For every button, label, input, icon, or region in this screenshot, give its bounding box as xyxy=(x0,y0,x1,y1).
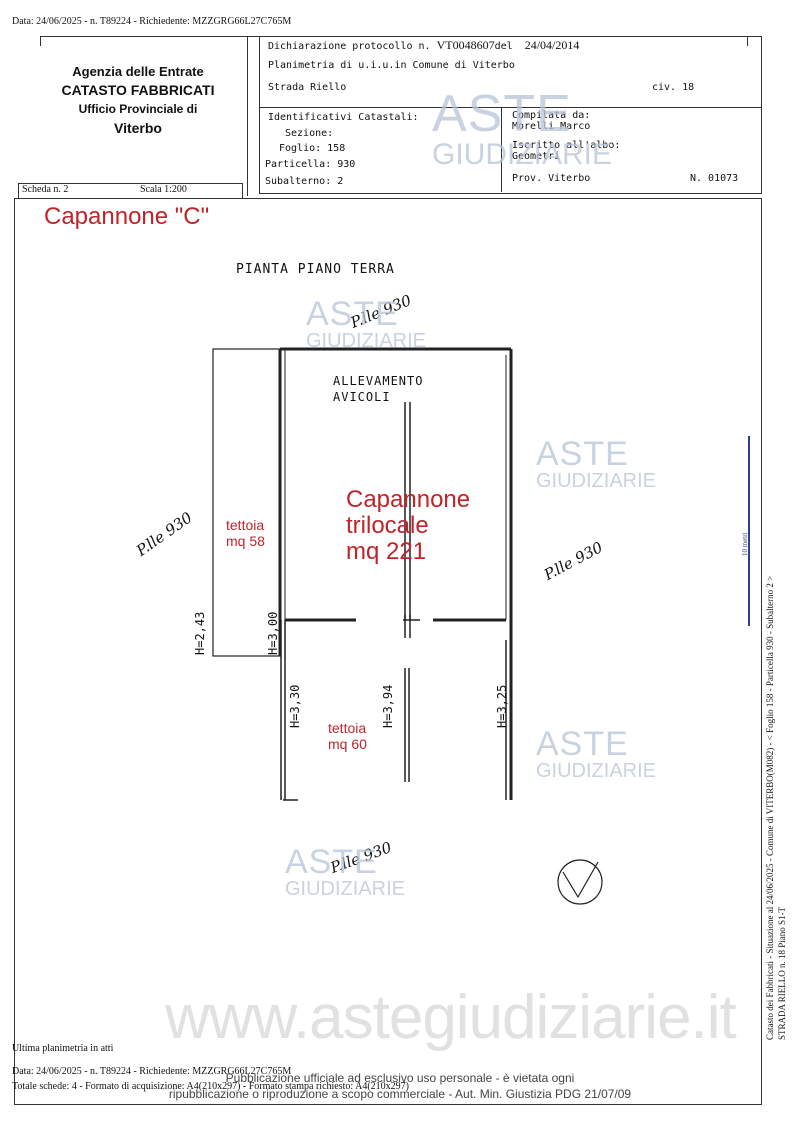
compilata-name: Morelli Marco xyxy=(512,121,591,132)
catasto-title: CATASTO FABBRICATI xyxy=(61,82,215,98)
header-frame xyxy=(259,36,762,194)
drawing-frame xyxy=(14,198,762,1105)
scale-bar xyxy=(748,436,753,626)
subalterno-line: Subalterno: 2 xyxy=(265,176,344,187)
top-border xyxy=(40,36,247,37)
tettoia-lower-label: tettoia mq 60 xyxy=(328,720,367,752)
foglio-line: Foglio: 158 xyxy=(279,143,346,154)
tettoia-left-label: tettoia mq 58 xyxy=(226,517,265,549)
prov-label: Prov. Viterbo xyxy=(512,173,591,184)
ultima-planimetria: Ultima planimetria in atti xyxy=(12,1043,114,1054)
address-line: Strada Riello xyxy=(268,82,347,93)
iscritto-label: Iscritto all'albo: xyxy=(512,140,621,151)
left-margin-line xyxy=(247,36,248,196)
albo-name: Geometri xyxy=(512,151,561,162)
agency-block: Agenzia delle Entrate CATASTO FABBRICATI… xyxy=(28,62,248,138)
watermark-header: ASTE GIUDIZIARIE xyxy=(432,85,613,171)
header-vdivider xyxy=(501,107,502,192)
ufficio-label: Ufficio Provinciale di xyxy=(78,102,198,116)
scheda-label: Scheda n. 2 xyxy=(22,184,69,195)
allevamento-label: ALLEVAMENTO AVICOLI xyxy=(333,374,424,404)
pianta-label: PIANTA PIANO TERRA xyxy=(236,262,395,277)
height-3-00: H=3,00 xyxy=(266,611,280,655)
north-arrow-circle xyxy=(557,859,603,905)
top-request-info: Data: 24/06/2025 - n. T89224 - Richieden… xyxy=(12,16,292,27)
site-watermark: www.astegiudiziarie.it xyxy=(165,983,737,1052)
planimetria-line: Planimetria di u.i.u.in Comune di Viterb… xyxy=(268,60,515,71)
albo-number: N. 01073 xyxy=(690,173,739,184)
height-3-94: H=3,94 xyxy=(381,684,395,728)
plan-title: Capannone "C" xyxy=(44,203,210,230)
watermark-top: ASTE GIUDIZIARIE xyxy=(306,295,427,352)
agency-name: Agenzia delle Entrate xyxy=(72,64,204,79)
footer-totale: Totale schede: 4 - Formato di acquisizio… xyxy=(12,1081,409,1092)
footer-data: Data: 24/06/2025 - n. T89224 - Richieden… xyxy=(12,1066,292,1077)
watermark-right-lower: ASTE GIUDIZIARIE xyxy=(536,725,657,782)
particella-line: Particella: 930 xyxy=(265,159,356,170)
declaration-line: Dichiarazione protocollo n. VT0048607del… xyxy=(268,38,580,52)
capannone-label: Capannone trilocale mq 221 xyxy=(346,486,471,565)
watermark-right-upper: ASTE GIUDIZIARIE xyxy=(536,435,657,492)
sezione-line: Sezione: xyxy=(285,128,334,139)
ufficio-city: Viterbo xyxy=(114,120,162,136)
height-3-30: H=3,30 xyxy=(288,684,302,728)
civ-line: civ. 18 xyxy=(652,82,695,93)
publication-notice: Pubblicazione ufficiale ad esclusivo uso… xyxy=(168,1071,632,1101)
height-2-43: H=2,43 xyxy=(193,611,207,655)
compilata-label: Compilata da: xyxy=(512,110,591,121)
scala-label: Scala 1:200 xyxy=(140,184,187,195)
tettoia-left-outline xyxy=(212,348,281,657)
height-3-25: H=3,25 xyxy=(495,684,509,728)
identificativi-title: Identificativi Catastali: xyxy=(268,112,419,123)
watermark-bottom: ASTE GIUDIZIARIE xyxy=(285,843,406,900)
header-divider xyxy=(259,107,761,108)
